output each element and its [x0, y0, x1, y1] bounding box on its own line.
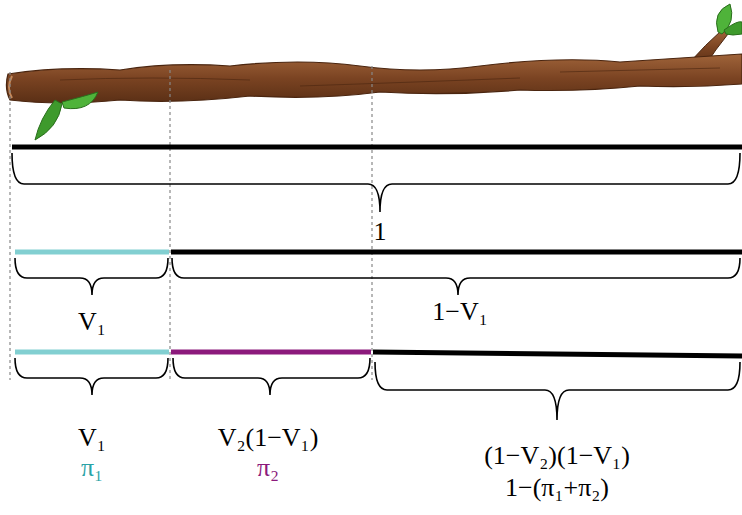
brace: [173, 358, 370, 395]
stick: [12, 145, 742, 150]
length-label: 1−V₁: [432, 298, 488, 327]
segment: [15, 250, 169, 255]
weight-label: 1−(π₁+π₂): [505, 474, 609, 503]
braces: [12, 153, 740, 420]
brace: [15, 258, 168, 295]
brace: [172, 258, 740, 295]
guide-lines: [10, 66, 372, 380]
bark-grain: [60, 68, 720, 86]
segments: [12, 147, 742, 356]
segment: [373, 352, 742, 356]
brace: [15, 358, 168, 395]
guide-line: [371, 66, 372, 380]
segment: [15, 350, 169, 355]
brace: [12, 153, 740, 212]
weight-label: π₁: [81, 454, 103, 483]
length-label: V₂(1−V₁): [218, 424, 319, 453]
branch: [6, 4, 742, 140]
length-label: V₁: [78, 424, 106, 453]
brace: [375, 362, 740, 420]
guide-line: [169, 70, 170, 380]
weight-label: π₂: [257, 454, 279, 483]
leaf: [724, 22, 742, 35]
segment: [171, 350, 371, 355]
leaf: [62, 92, 98, 109]
guide-line: [9, 72, 10, 380]
length-label: (1−V₂)(1−V₁): [484, 442, 630, 471]
leaf: [35, 100, 62, 140]
length-label: V₁: [78, 308, 106, 337]
branch-wood: [6, 54, 742, 103]
length-label: 1: [374, 218, 387, 247]
segment: [171, 250, 742, 255]
